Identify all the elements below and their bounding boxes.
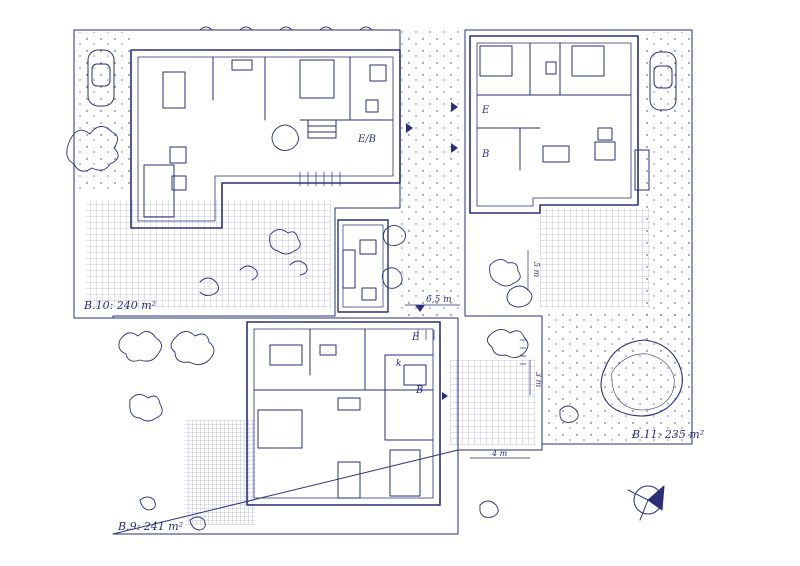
plot-labels: B.10: 240 m² B.11: 235 m² B.9: 241 m² — [83, 299, 704, 533]
plot-b9-area-label: B.9: 241 m² — [117, 520, 183, 533]
house-b10 — [130, 49, 401, 229]
garden-b11-hatch — [540, 208, 650, 308]
house-b11 — [469, 35, 650, 214]
room-label-b: B — [415, 385, 423, 396]
house-b9 — [246, 321, 441, 506]
room-label-eb: E/B — [357, 134, 376, 145]
car-icon — [87, 49, 115, 107]
dimension-lines — [404, 249, 531, 459]
car-icon — [649, 51, 677, 111]
fence-hatch-marks — [299, 171, 527, 365]
dimension-labels: 6,5 m 4 m 5 m 3 m — [426, 262, 543, 458]
dimension-4m: 4 m — [491, 449, 508, 458]
dimension-5m: 5 m — [532, 262, 541, 278]
garden-shed — [337, 219, 389, 313]
plot-b9-boundary — [112, 317, 543, 535]
plot-b10-area-label: B.10: 240 m² — [83, 299, 156, 312]
central-path-paving — [401, 31, 464, 316]
dimension-6-5m: 6,5 m — [426, 295, 452, 305]
plot-b11-area-label: B.11: 235 m² — [631, 428, 704, 441]
dimension-3m: 3 m — [534, 372, 543, 388]
tree-canopy-icon — [600, 339, 683, 417]
room-label-k: k — [396, 359, 401, 369]
north-arrow-icon — [627, 485, 665, 521]
b10-yard-paving — [76, 32, 131, 192]
b11-yard-paving — [545, 312, 690, 442]
room-label-e: E — [411, 332, 420, 343]
room-label-b: B — [481, 149, 489, 160]
garden-b10-hatch — [86, 200, 331, 308]
room-label-e: E — [481, 105, 490, 116]
garden-b9-hatch-right — [450, 360, 535, 445]
shrub-icon — [66, 26, 579, 531]
entrance-markers — [406, 102, 458, 400]
b11-driveway-paving — [645, 32, 691, 332]
garden-b9-hatch-left — [185, 420, 255, 525]
room-labels: E/B E B E B k — [357, 105, 490, 396]
